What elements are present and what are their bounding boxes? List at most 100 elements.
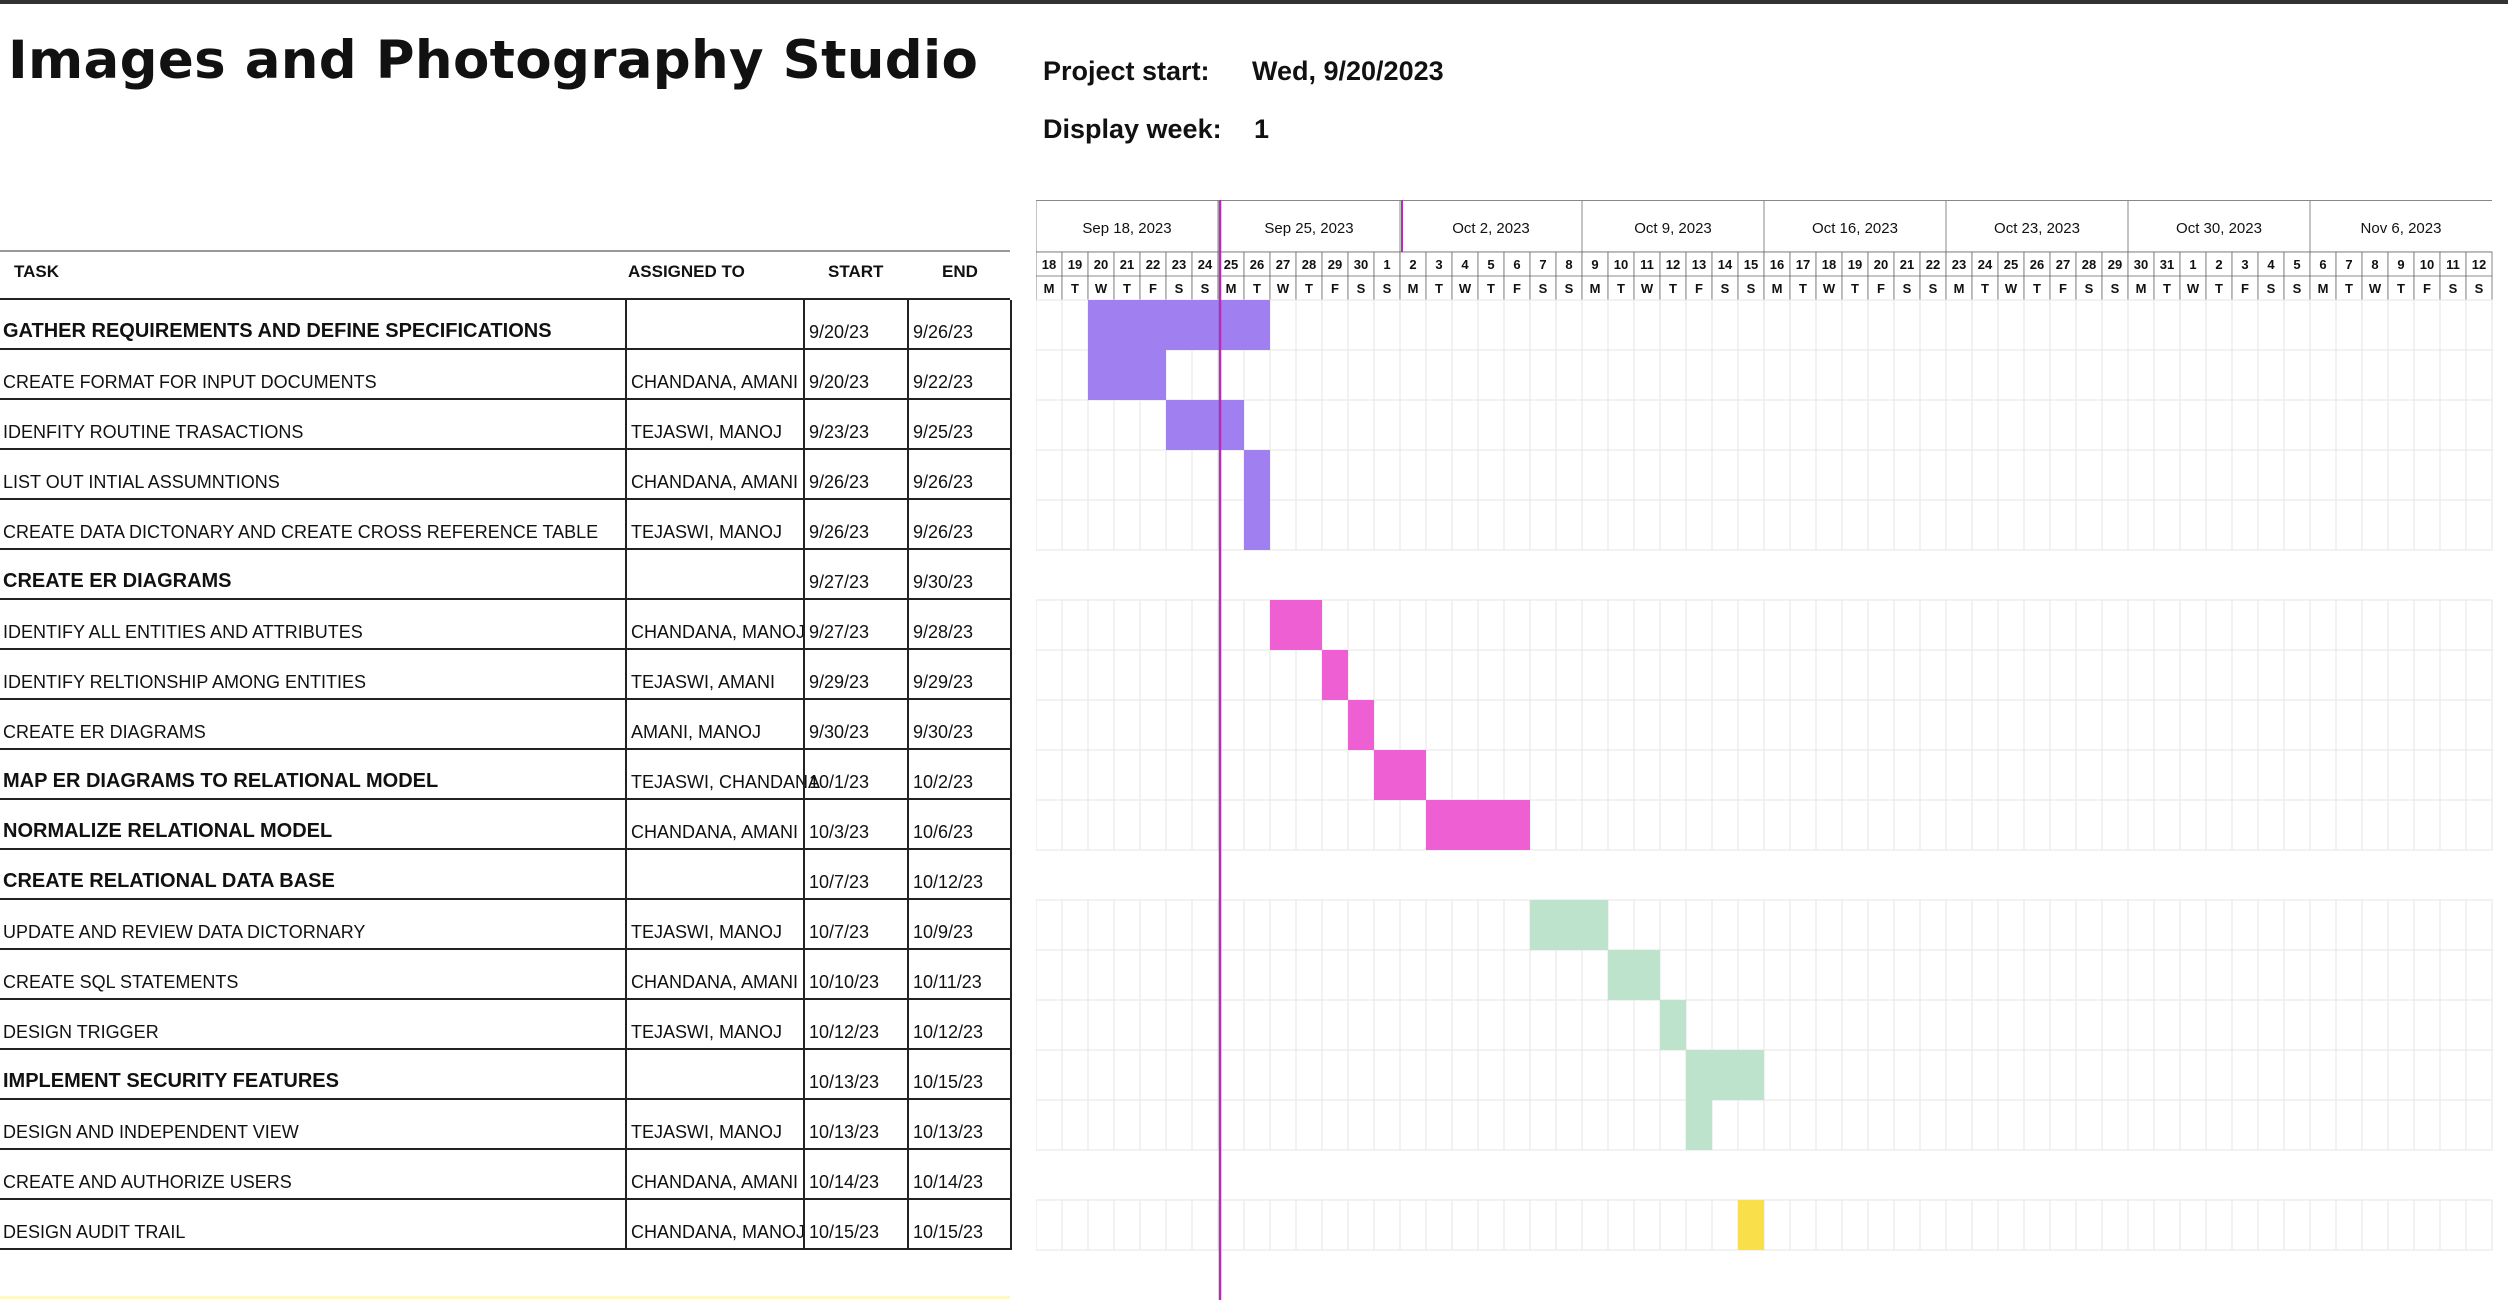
assigned-to-column-cell[interactable]: TEJASWI, MANOJ: [625, 500, 803, 550]
task-name-column-cell[interactable]: CREATE ER DIAGRAMS: [0, 700, 625, 750]
weekday-letter: S: [1721, 281, 1730, 296]
start-date-column-cell[interactable]: 10/3/23: [803, 800, 907, 850]
assigned-to-column-cell[interactable]: CHANDANA, AMANI: [625, 350, 803, 400]
assigned-to-column-cell[interactable]: TEJASWI, MANOJ: [625, 1000, 803, 1050]
task-name-column-cell[interactable]: CREATE FORMAT FOR INPUT DOCUMENTS: [0, 350, 625, 400]
assigned-to-column-cell[interactable]: CHANDANA, AMANI: [625, 950, 803, 1000]
end-date-column-cell[interactable]: 10/14/23: [907, 1150, 1012, 1200]
assigned-to-column-cell[interactable]: TEJASWI, CHANDANA: [625, 750, 820, 800]
task-name-column-cell[interactable]: CREATE RELATIONAL DATA BASE: [0, 850, 625, 900]
start-date-column-cell[interactable]: 9/29/23: [803, 650, 907, 700]
display-week-value[interactable]: 1: [1254, 114, 1270, 144]
end-date-column-cell[interactable]: 9/25/23: [907, 400, 1012, 450]
assigned-to-column-cell[interactable]: [625, 300, 803, 350]
assigned-to-column-cell[interactable]: [625, 850, 803, 900]
task-name-column-cell[interactable]: LIST OUT INTIAL ASSUMNTIONS: [0, 450, 625, 500]
assigned-to-column-cell[interactable]: TEJASWI, AMANI: [625, 650, 803, 700]
start-date-column-cell[interactable]: 9/20/23: [803, 350, 907, 400]
task-name-column-cell[interactable]: IDENFITY ROUTINE TRASACTIONS: [0, 400, 625, 450]
phase-row[interactable]: GATHER REQUIREMENTS AND DEFINE SPECIFICA…: [0, 300, 1012, 350]
task-row[interactable]: CREATE DATA DICTONARY AND CREATE CROSS R…: [0, 500, 1012, 550]
task-name-column-cell[interactable]: IMPLEMENT SECURITY FEATURES: [0, 1050, 625, 1100]
start-date-column-cell[interactable]: 9/26/23: [803, 450, 907, 500]
start-date-column-cell[interactable]: 10/14/23: [803, 1150, 907, 1200]
end-date-column-cell[interactable]: 9/30/23: [907, 700, 1012, 750]
task-name-column-cell[interactable]: IDENTIFY ALL ENTITIES AND ATTRIBUTES: [0, 600, 625, 650]
assigned-to-column-cell[interactable]: CHANDANA, MANOJ: [625, 1200, 805, 1250]
task-name-column-cell[interactable]: CREATE DATA DICTONARY AND CREATE CROSS R…: [0, 500, 625, 550]
assigned-to-column-cell[interactable]: TEJASWI, MANOJ: [625, 1100, 803, 1150]
start-date-column-cell[interactable]: 9/20/23: [803, 300, 907, 350]
task-name-column-cell[interactable]: UPDATE AND REVIEW DATA DICTORNARY: [0, 900, 625, 950]
start-date-column-cell[interactable]: 9/30/23: [803, 700, 907, 750]
end-date-column-cell[interactable]: 9/30/23: [907, 550, 1012, 600]
task-name-column-cell[interactable]: GATHER REQUIREMENTS AND DEFINE SPECIFICA…: [0, 300, 625, 350]
end-date-column-cell[interactable]: 10/2/23: [907, 750, 1012, 800]
start-date-column-cell[interactable]: 10/15/23: [803, 1200, 907, 1250]
assigned-to-column-cell[interactable]: TEJASWI, MANOJ: [625, 900, 803, 950]
end-date-column-cell[interactable]: 9/29/23: [907, 650, 1012, 700]
start-date-column-cell[interactable]: 10/12/23: [803, 1000, 907, 1050]
end-date-column-cell[interactable]: 9/26/23: [907, 500, 1012, 550]
assigned-to-column-cell[interactable]: CHANDANA, MANOJ: [625, 600, 805, 650]
assigned-to-column-cell[interactable]: CHANDANA, AMANI: [625, 1150, 803, 1200]
task-name-column-cell[interactable]: MAP ER DIAGRAMS TO RELATIONAL MODEL: [0, 750, 625, 800]
task-name-column-cell[interactable]: CREATE SQL STATEMENTS: [0, 950, 625, 1000]
start-date-column-cell[interactable]: 9/23/23: [803, 400, 907, 450]
start-date-column-cell[interactable]: 10/10/23: [803, 950, 907, 1000]
end-date-column-cell[interactable]: 10/13/23: [907, 1100, 1012, 1150]
start-date-column-cell[interactable]: 9/27/23: [803, 600, 907, 650]
assigned-to-column-cell[interactable]: [625, 550, 803, 600]
weekday-letter: F: [2059, 281, 2067, 296]
end-date-column-cell[interactable]: 10/12/23: [907, 1000, 1012, 1050]
start-date-column-cell[interactable]: 10/13/23: [803, 1050, 907, 1100]
assigned-to-column-cell[interactable]: CHANDANA, AMANI: [625, 800, 803, 850]
end-date-column-cell[interactable]: 9/22/23: [907, 350, 1012, 400]
end-date-column-cell[interactable]: 9/28/23: [907, 600, 1012, 650]
end-date-column-cell[interactable]: 10/6/23: [907, 800, 1012, 850]
task-name-column-cell[interactable]: DESIGN AUDIT TRAIL: [0, 1200, 625, 1250]
end-date-cell: 10/12/23: [913, 1022, 984, 1042]
assigned-to-column-cell[interactable]: AMANI, MANOJ: [625, 700, 803, 750]
assigned-to-column-cell[interactable]: [625, 1050, 803, 1100]
assigned-to-column-cell[interactable]: TEJASWI, MANOJ: [625, 400, 803, 450]
end-date-column-cell[interactable]: 10/11/23: [907, 950, 1012, 1000]
start-date-column-cell[interactable]: 9/27/23: [803, 550, 907, 600]
task-name-column-cell[interactable]: NORMALIZE RELATIONAL MODEL: [0, 800, 625, 850]
project-start-value[interactable]: Wed, 9/20/2023: [1252, 56, 1444, 86]
end-date-column-cell[interactable]: 9/26/23: [907, 450, 1012, 500]
task-name-column-cell[interactable]: DESIGN AND INDEPENDENT VIEW: [0, 1100, 625, 1150]
end-date-column-cell[interactable]: 10/15/23: [907, 1200, 1012, 1250]
start-date-column-cell[interactable]: 9/26/23: [803, 500, 907, 550]
task-name-column-cell[interactable]: CREATE AND AUTHORIZE USERS: [0, 1150, 625, 1200]
end-date-column-cell[interactable]: 9/26/23: [907, 300, 1012, 350]
task-name-column-cell[interactable]: DESIGN TRIGGER: [0, 1000, 625, 1050]
task-name-column-cell[interactable]: CREATE ER DIAGRAMS: [0, 550, 625, 600]
end-date-column-cell[interactable]: 10/9/23: [907, 900, 1012, 950]
task-name-column-cell[interactable]: IDENTIFY RELTIONSHIP AMONG ENTITIES: [0, 650, 625, 700]
start-date-column-cell[interactable]: 10/7/23: [803, 900, 907, 950]
start-date-column-cell[interactable]: 10/1/23: [803, 750, 907, 800]
end-date-column-cell[interactable]: 10/15/23: [907, 1050, 1012, 1100]
start-date-column-cell[interactable]: 10/7/23: [803, 850, 907, 900]
end-date-column-cell[interactable]: 10/12/23: [907, 850, 1012, 900]
start-date-column-cell[interactable]: 10/13/23: [803, 1100, 907, 1150]
assigned-to-column-cell[interactable]: CHANDANA, AMANI: [625, 450, 803, 500]
